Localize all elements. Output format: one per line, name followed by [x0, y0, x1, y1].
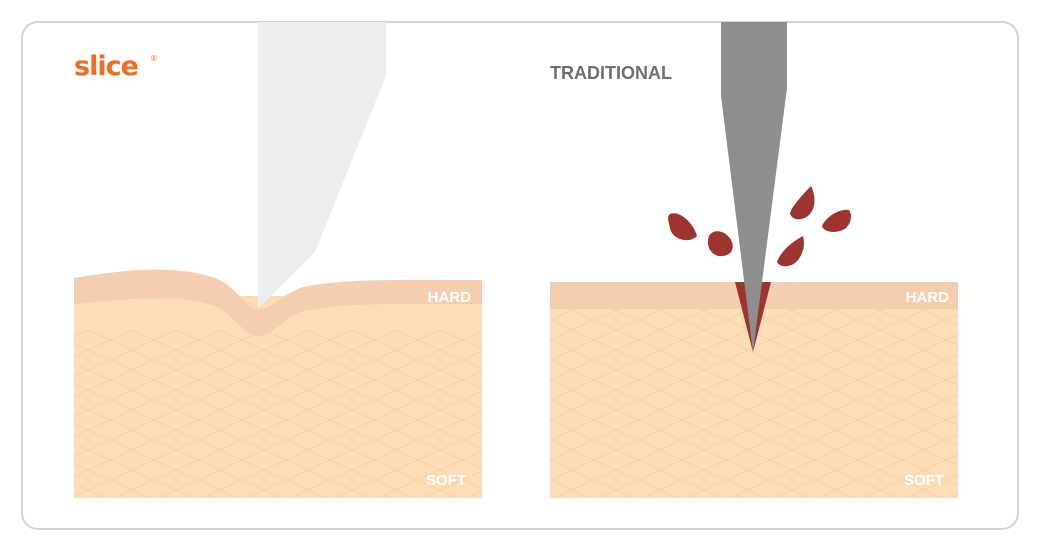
blood-drop-1	[668, 213, 697, 241]
hard-label-slice: HARD	[428, 289, 471, 306]
slice-logo: slice ®	[74, 51, 157, 82]
slice-logo-text: slice	[74, 51, 138, 82]
slice-panel: HARD SOFT	[74, 22, 482, 498]
hard-label-traditional: HARD	[906, 289, 949, 306]
blood-drop-3	[790, 186, 815, 220]
soft-label-traditional: SOFT	[904, 472, 944, 489]
blood-drop-2	[707, 231, 733, 257]
traditional-panel: TRADITIONAL HARD SOFT	[550, 22, 958, 498]
traditional-blade	[721, 22, 787, 352]
traditional-title: TRADITIONAL	[550, 63, 672, 83]
registered-mark: ®	[151, 54, 157, 63]
soft-label-slice: SOFT	[426, 472, 466, 489]
blood-drop-4	[822, 209, 851, 232]
hard-layer-slice	[74, 269, 482, 336]
blood-drop-5	[777, 236, 804, 267]
slice-blade	[258, 22, 386, 309]
soft-layer-deform-slice	[74, 297, 482, 333]
